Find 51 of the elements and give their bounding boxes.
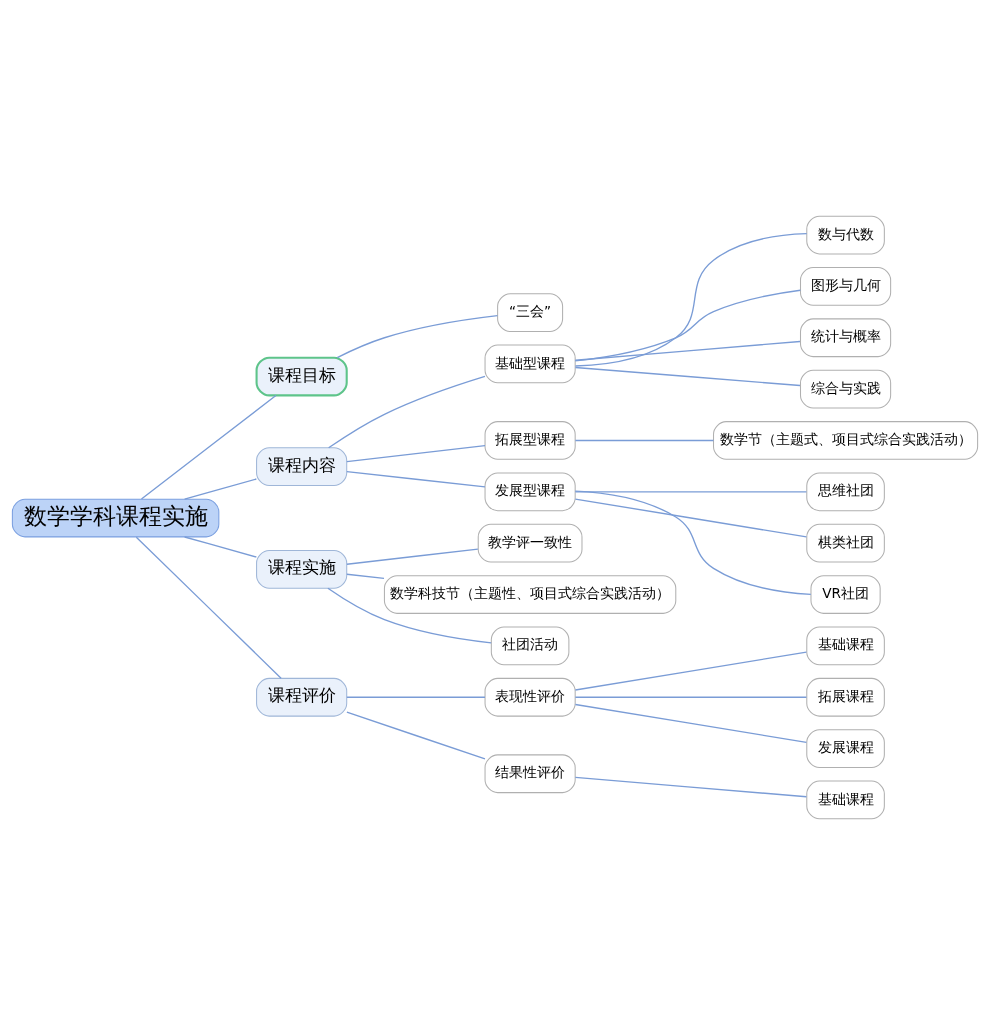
connector bbox=[574, 776, 808, 797]
node-box: 发展课程 bbox=[806, 728, 885, 768]
node-box: 综合与实践 bbox=[799, 369, 892, 408]
connector bbox=[346, 470, 486, 488]
node-box: 基础课程 bbox=[806, 626, 885, 665]
connector bbox=[346, 711, 486, 760]
node-box: 发展型课程 bbox=[484, 471, 576, 511]
node-box: 数学节（主题式、项目式综合实践活动） bbox=[713, 420, 979, 460]
connector bbox=[336, 314, 499, 358]
connector bbox=[574, 703, 808, 743]
node-box: 课程内容 bbox=[256, 446, 348, 486]
connector bbox=[135, 536, 282, 679]
connector bbox=[574, 289, 802, 362]
connector bbox=[574, 366, 801, 386]
node-box: 教学评一致性 bbox=[477, 523, 583, 563]
node-box: 统计与概率 bbox=[799, 317, 892, 357]
node-box: 课程评价 bbox=[256, 677, 348, 717]
node-box: 基础课程 bbox=[806, 780, 885, 819]
connector bbox=[327, 375, 486, 448]
connector bbox=[574, 489, 812, 595]
connector bbox=[574, 232, 808, 367]
node-box: 课程目标 bbox=[255, 356, 348, 396]
node-box: 数与代数 bbox=[806, 215, 885, 254]
node-box: 数学学科课程实施 bbox=[11, 498, 220, 537]
node-box: 表现性评价 bbox=[484, 677, 576, 717]
node-box: 棋类社团 bbox=[806, 523, 885, 563]
node-box: 思维社团 bbox=[806, 471, 885, 511]
node-box: 图形与几何 bbox=[799, 266, 892, 306]
connector bbox=[574, 439, 715, 441]
node-box: 社团活动 bbox=[490, 626, 570, 665]
connector bbox=[346, 573, 385, 579]
node-box: “三会” bbox=[497, 292, 564, 332]
connector bbox=[183, 535, 257, 558]
node-box: 课程实施 bbox=[256, 549, 348, 589]
connector bbox=[140, 394, 277, 500]
connector bbox=[574, 696, 808, 698]
connector bbox=[346, 547, 479, 565]
connector bbox=[574, 340, 801, 361]
connector bbox=[574, 497, 808, 538]
node-box: 拓展型课程 bbox=[484, 420, 576, 460]
node-box: 拓展课程 bbox=[806, 677, 885, 717]
connector bbox=[183, 477, 257, 500]
connector bbox=[574, 650, 808, 691]
node-box: 结果性评价 bbox=[484, 753, 576, 793]
node-box: VR社团 bbox=[810, 574, 881, 614]
node-box: 基础型课程 bbox=[484, 344, 576, 383]
connector bbox=[327, 587, 492, 644]
connector bbox=[346, 444, 486, 462]
connector bbox=[346, 696, 486, 698]
node-box: 数学科技节（主题性、项目式综合实践活动） bbox=[383, 574, 677, 614]
connector bbox=[574, 490, 808, 492]
